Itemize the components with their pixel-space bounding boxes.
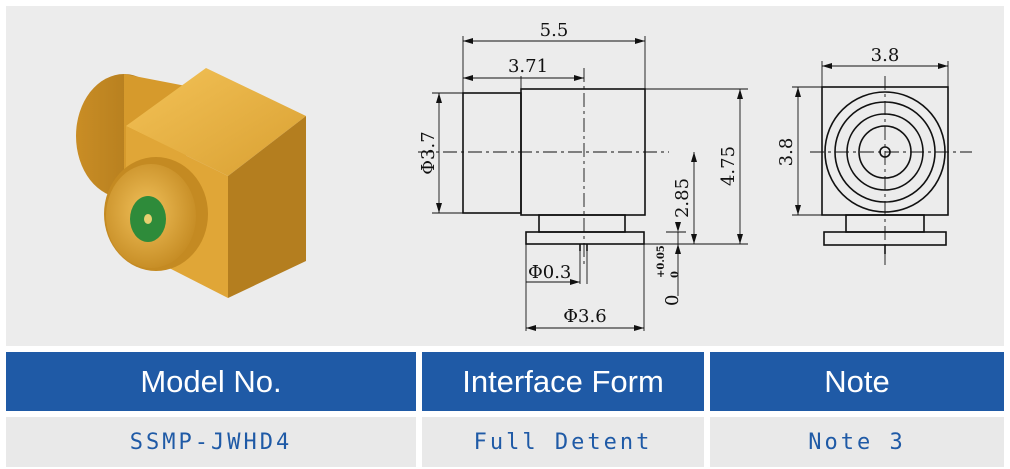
dim-tolerance-lower: 0 [670, 271, 681, 278]
side-view-drawing [418, 36, 748, 331]
dim-side-center: 2.85 [672, 178, 693, 218]
front-view-arrowheads [795, 63, 948, 215]
cell-interface-form: Full Detent [422, 411, 710, 467]
technical-drawing: 5.5 3.71 Φ3.7 4.75 2.85 Φ0.3 Φ3.6 0 +0.0… [76, 20, 972, 331]
dim-side-body: 3.71 [508, 56, 548, 77]
connector-3d-render [76, 68, 306, 298]
cell-note: Note 3 [710, 411, 1004, 467]
side-view-arrowheads [436, 38, 743, 331]
dim-tolerance-base: 0 [662, 295, 683, 306]
header-interface-form: Interface Form [422, 352, 710, 411]
spec-table: Model No. Interface Form Note SSMP-JWHD4… [6, 352, 1004, 467]
header-note: Note [710, 352, 1004, 411]
dim-side-diameter: Φ3.7 [418, 131, 439, 174]
cell-model-no: SSMP-JWHD4 [6, 411, 422, 467]
table-row: SSMP-JWHD4 Full Detent Note 3 [6, 411, 1004, 467]
front-view-drawing [792, 61, 972, 268]
dim-side-length: 5.5 [540, 20, 569, 41]
dim-front-width: 3.8 [871, 45, 900, 66]
technical-drawing-panel: 5.5 3.71 Φ3.7 4.75 2.85 Φ0.3 Φ3.6 0 +0.0… [6, 6, 1004, 346]
dim-flange-diameter: Φ3.6 [563, 306, 606, 327]
spec-table-header-row: Model No. Interface Form Note [6, 352, 1004, 411]
dim-pin-diameter: Φ0.3 [528, 262, 571, 283]
dim-front-height: 3.8 [776, 138, 797, 167]
dim-side-height: 4.75 [718, 146, 739, 186]
dim-tolerance-upper: +0.05 [656, 245, 667, 278]
header-model-no: Model No. [6, 352, 422, 411]
